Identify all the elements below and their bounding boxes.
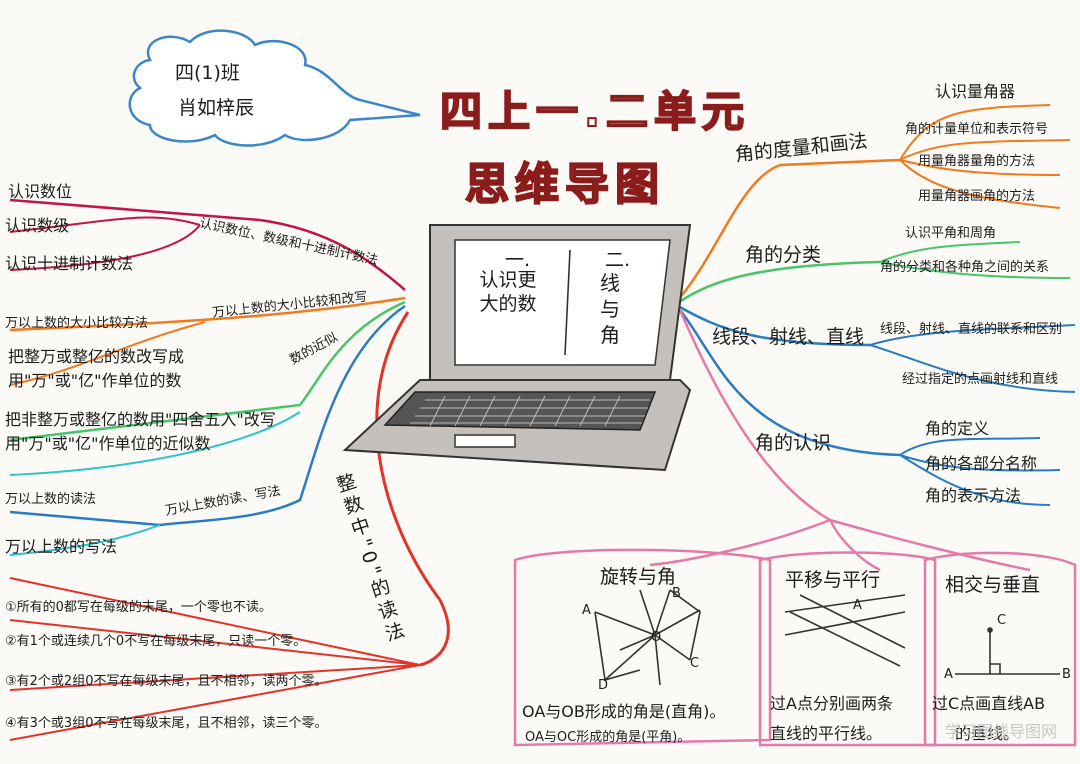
right-group4-item-1: 角的定义 (925, 419, 990, 438)
right-group1-item-4: 用量角器画角的方法 (918, 189, 1036, 204)
unit2-number: 二. (605, 249, 631, 271)
box3-label-a: A (944, 667, 953, 682)
right-group3-title: 线段、射线、直线 (712, 326, 865, 348)
unit2-title: 线与角 (600, 271, 620, 347)
box2-title: 平移与平行 (785, 569, 881, 591)
rotation-diagram (594, 589, 701, 686)
box1-label-b: B (672, 586, 681, 601)
box2-frame (758, 551, 937, 747)
right-group1-item-3: 用量角器量角的方法 (918, 154, 1036, 169)
left-group5-item-4: ④有3个或3组0不写在每级末尾，且不相邻，读三个零。 (5, 716, 328, 731)
box3-text-2: 的垂线。 (955, 724, 1020, 743)
right-group3-item-2: 经过指定的点画射线和直线 (902, 372, 1059, 387)
left-group4-item-2: 万以上数的写法 (5, 537, 118, 556)
box3-label-c: C (997, 613, 1007, 628)
right-group1-item-1: 认识量角器 (935, 82, 1016, 101)
branch-line-5-sub (9, 577, 421, 741)
right-group4-item-3: 角的表示方法 (925, 486, 1022, 505)
branch-line-r3 (677, 304, 871, 347)
class-name: 四(1)班 (175, 62, 240, 84)
laptop-illustration (342, 224, 692, 472)
box3-label-b: B (1062, 667, 1071, 682)
box3-frame (923, 551, 1077, 747)
box1-text-2: OA与OC形成的角是(平角)。 (525, 730, 691, 745)
name-cloud (128, 29, 421, 147)
unit1-number: 一. (505, 249, 531, 271)
left-group1-item-1: 认识数位 (8, 182, 73, 201)
branch-line-r5 (649, 309, 1031, 572)
right-group2-item-1: 认识平角和周角 (905, 226, 997, 241)
branch-line-r1-sub (899, 104, 1071, 209)
branch-line-1a (9, 216, 201, 233)
parallel-diagram (784, 594, 906, 667)
left-group1-item-2: 认识数级 (5, 216, 70, 235)
left-group4-item-1: 万以上数的读法 (5, 492, 97, 507)
site-watermark: 学习图线导图网 (945, 722, 1058, 741)
box2-text-2: 直线的平行线。 (770, 724, 883, 743)
branch-line-2a (9, 321, 206, 386)
box2-label-a: A (853, 598, 862, 613)
map-title-line1: 四上一.二单元 (439, 86, 750, 137)
right-group2-item-2: 角的分类和各种角之间的关系 (880, 260, 1050, 275)
map-title-line2: 思维导图 (464, 158, 665, 211)
branch-line-r1 (677, 158, 901, 301)
branch-line-3a (9, 411, 301, 476)
branch-line-1 (9, 198, 406, 291)
unit1-title: 认识更大的数 (479, 269, 537, 315)
left-group5-item-2: ②有1个或连续几个0不写在每级末尾，只读一个零。 (5, 634, 307, 649)
branch-line-5 (375, 311, 450, 667)
box1-label-o: O (651, 630, 662, 645)
box1-text-1: OA与OB形成的角是(直角)。 (522, 702, 726, 721)
branch-line-4 (9, 304, 406, 527)
right-group1-item-2: 角的计量单位和表示符号 (905, 122, 1049, 137)
branch-line-3 (9, 300, 406, 442)
box1-label-d: D (598, 678, 609, 693)
branch-line-r4-sub (899, 437, 1061, 506)
right-group4-title: 角的认识 (755, 432, 832, 454)
box3-title: 相交与垂直 (945, 574, 1041, 596)
branch-line-r3-sub (869, 324, 1076, 393)
branch-line-r2-sub (879, 241, 1071, 279)
branch-line-r2 (677, 260, 881, 305)
branch-line-2 (9, 296, 406, 332)
left-group3-item-1: 把非整万或整亿的数用"四舍五入"改写用"万"或"亿"作单位的近似数 (5, 410, 276, 453)
left-group2-item-1: 万以上数的大小比较方法 (5, 316, 149, 331)
laptop-keyboard (383, 391, 657, 431)
left-group1-item-3: 认识十进制计数法 (5, 254, 134, 273)
laptop-screen (454, 239, 671, 366)
perpendicular-diagram (955, 627, 1060, 675)
box3-text-1: 过C点画直线AB (932, 694, 1046, 713)
box1-label-a: A (582, 603, 591, 618)
laptop-trackpad (454, 434, 516, 448)
branch-line-r4 (679, 309, 901, 457)
right-group4-item-2: 角的各部分名称 (925, 454, 1038, 473)
right-group2-title: 角的分类 (745, 244, 822, 266)
box1-frame (513, 548, 772, 747)
box1-label-c: C (690, 656, 700, 671)
branch-line-1b (9, 224, 201, 271)
left-group5-item-1: ①所有的0都写在每级的末尾，一个零也不读。 (5, 600, 272, 615)
branch-line-4a (9, 524, 161, 556)
box2-text-1: 过A点分别画两条 (770, 694, 893, 713)
right-group3-item-1: 线段、射线、直线的联系和区别 (880, 322, 1063, 337)
student-name: 肖如梓辰 (178, 97, 255, 119)
box1-title: 旋转与角 (600, 566, 677, 588)
left-group5-item-3: ③有2个或2组0不写在每级末尾，且不相邻，读两个零。 (5, 674, 328, 689)
left-group2-item-2: 把整万或整亿的数改写成用"万"或"亿"作单位的数 (8, 347, 185, 390)
